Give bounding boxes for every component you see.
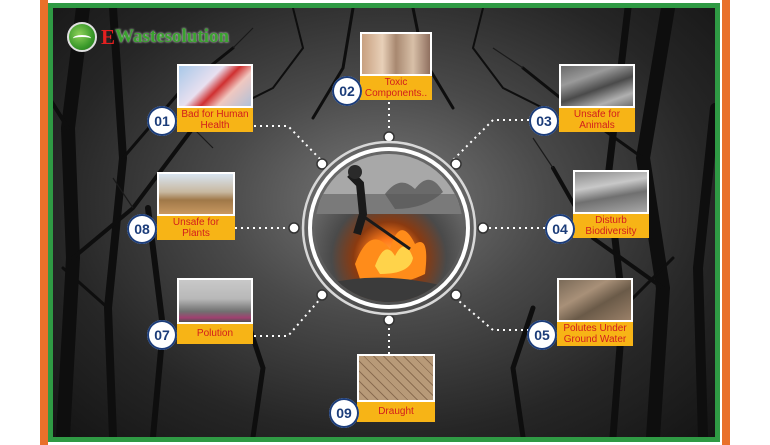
node-09-badge: 09 [329, 398, 359, 428]
heart-pain-photo [177, 64, 253, 108]
dead-animals-photo [559, 64, 635, 108]
node-03-badge: 03 [529, 106, 559, 136]
right-orange-bar [722, 0, 730, 445]
node-08-label: Unsafe for Plants [157, 216, 235, 240]
node-07-label: Polution [177, 324, 253, 344]
burning-ewaste-photo [315, 154, 463, 302]
node-05-label: Polutes Under Ground Water [557, 322, 633, 346]
left-orange-bar [40, 0, 48, 445]
node-04-label: Disturb Biodiversity [573, 214, 649, 238]
node-02-label: Toxic Components.. [360, 76, 432, 100]
globe-icon [67, 22, 97, 52]
smog-traffic-photo [177, 278, 253, 324]
infographic-frame: E Wastesolution [48, 3, 720, 442]
logo-e-letter: E [101, 24, 116, 49]
node-02-badge: 02 [332, 76, 362, 106]
polluted-water-photo [557, 278, 633, 322]
cracked-ground-photo [357, 354, 435, 402]
connector-lines [229, 96, 551, 354]
node-03-label: Unsafe for Animals [559, 108, 635, 132]
ewaste-logo: E Wastesolution [67, 20, 229, 54]
node-05-badge: 05 [527, 320, 557, 350]
children-photo [360, 32, 432, 76]
node-08-badge: 08 [127, 214, 157, 244]
logo-text: Wastesolution [115, 26, 230, 47]
node-01-label: Bad for Human Health [177, 108, 253, 132]
dead-fish-photo [573, 170, 649, 214]
dry-trees-photo [157, 172, 235, 216]
node-07-badge: 07 [147, 320, 177, 350]
node-01-badge: 01 [147, 106, 177, 136]
center-ring [301, 140, 477, 316]
node-04-badge: 04 [545, 214, 575, 244]
node-09-label: Draught [357, 402, 435, 422]
